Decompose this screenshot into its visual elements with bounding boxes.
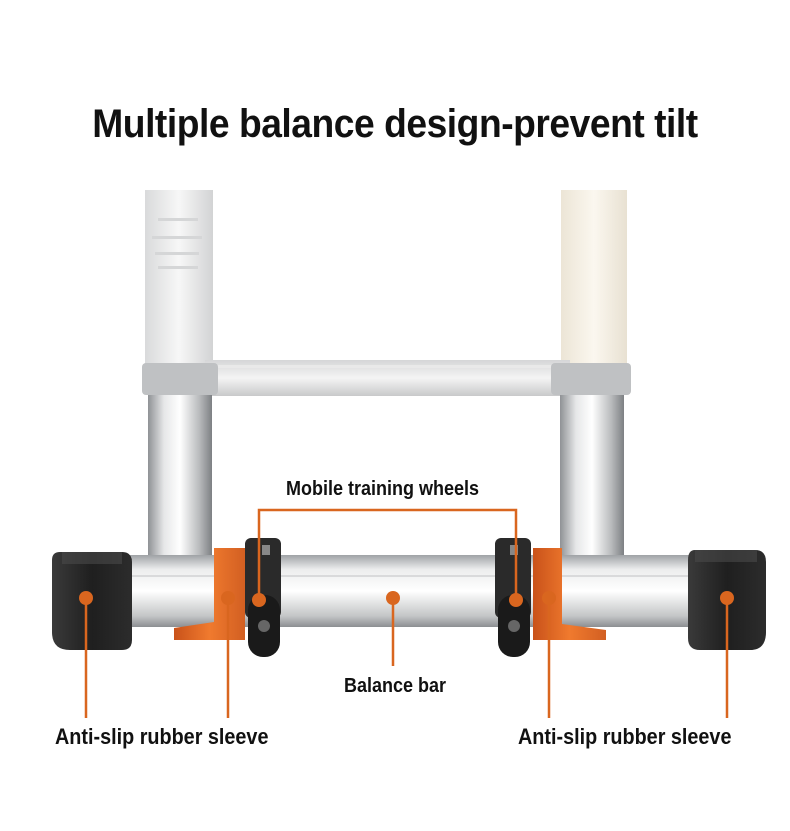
right-orange-bracket: [533, 548, 606, 640]
left-bracket-dot: [221, 591, 235, 605]
right-sleeve-label: Anti-slip rubber sleeve: [518, 724, 732, 749]
training-wheels-label: Mobile training wheels: [286, 478, 480, 500]
wheels-callout-line: [257, 508, 518, 600]
left-collar: [142, 363, 218, 395]
callout-dots: [79, 591, 734, 607]
balance-bar-dot: [386, 591, 400, 605]
right-upper-tube: [561, 190, 627, 370]
right-wheel-dot: [509, 593, 523, 607]
left-upper-tube: [145, 190, 213, 370]
callout-lines: [84, 508, 729, 718]
tube-print-text: [152, 218, 202, 269]
left-sleeve-label: Anti-slip rubber sleeve: [55, 724, 269, 749]
right-bracket-dot: [542, 591, 556, 605]
left-sleeve-dot: [79, 591, 93, 605]
balance-bar-label: Balance bar: [344, 675, 447, 697]
balance-bar: [62, 555, 762, 627]
page-title: Multiple balance design-prevent tilt: [92, 102, 698, 146]
right-collar: [551, 363, 631, 395]
right-sleeve-dot: [720, 591, 734, 605]
left-wheel-dot: [252, 593, 266, 607]
